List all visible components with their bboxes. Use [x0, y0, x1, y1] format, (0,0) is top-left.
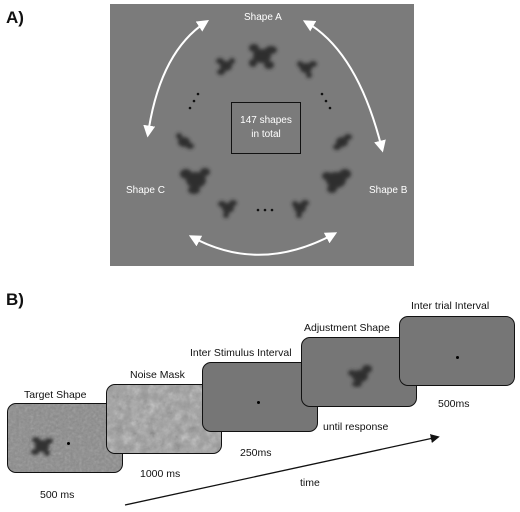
- target-shape-duration: 500 ms: [40, 489, 75, 501]
- shape-bottom-right: [292, 200, 309, 218]
- shape-right-upper: [333, 134, 352, 150]
- shape-top-left: [216, 58, 235, 75]
- shape-a-label: Shape A: [244, 12, 282, 23]
- shape-bottom-left: [218, 200, 237, 218]
- iti-title: Inter trial Interval: [411, 300, 490, 312]
- time-axis-label: time: [300, 477, 320, 489]
- noise-mask-title: Noise Mask: [130, 369, 185, 381]
- adjustment-title: Adjustment Shape: [304, 322, 390, 334]
- shape-b-label: Shape B: [369, 185, 408, 196]
- fixation-dot: [456, 356, 459, 359]
- shape-c-label: Shape C: [126, 185, 165, 196]
- total-shapes-box: 147 shapes in total: [231, 102, 301, 154]
- arc-arrow-bottom: [188, 232, 338, 256]
- shape-c: [180, 168, 210, 194]
- shape-left-upper: [176, 133, 194, 149]
- iti-duration: 500ms: [438, 398, 470, 410]
- isi-title: Inter Stimulus Interval: [190, 347, 292, 359]
- iti-screen: [399, 316, 515, 386]
- adjustment-screen: [301, 337, 417, 407]
- fixation-dot: [67, 442, 70, 445]
- arc-arrow-right: [302, 20, 386, 153]
- noise-mask-duration: 1000 ms: [140, 468, 181, 480]
- fixation-dot: [257, 401, 260, 404]
- arc-arrow-left: [143, 20, 210, 138]
- panel-b-label: B): [6, 290, 24, 309]
- shape-space-panel: Shape A Shape B Shape C 147 shapes in to…: [110, 4, 414, 266]
- shape-b: [322, 169, 351, 193]
- total-shapes-line2: in total: [251, 129, 281, 140]
- shape-a: [249, 44, 277, 69]
- total-shapes-line1: 147 shapes: [240, 115, 292, 126]
- shape-top-right: [297, 61, 317, 78]
- adjustment-duration: until response: [323, 421, 389, 433]
- isi-duration: 250ms: [240, 447, 272, 459]
- target-shape-screen: [7, 403, 123, 473]
- panel-a-label: A): [6, 8, 24, 27]
- target-shape-title: Target Shape: [24, 389, 87, 401]
